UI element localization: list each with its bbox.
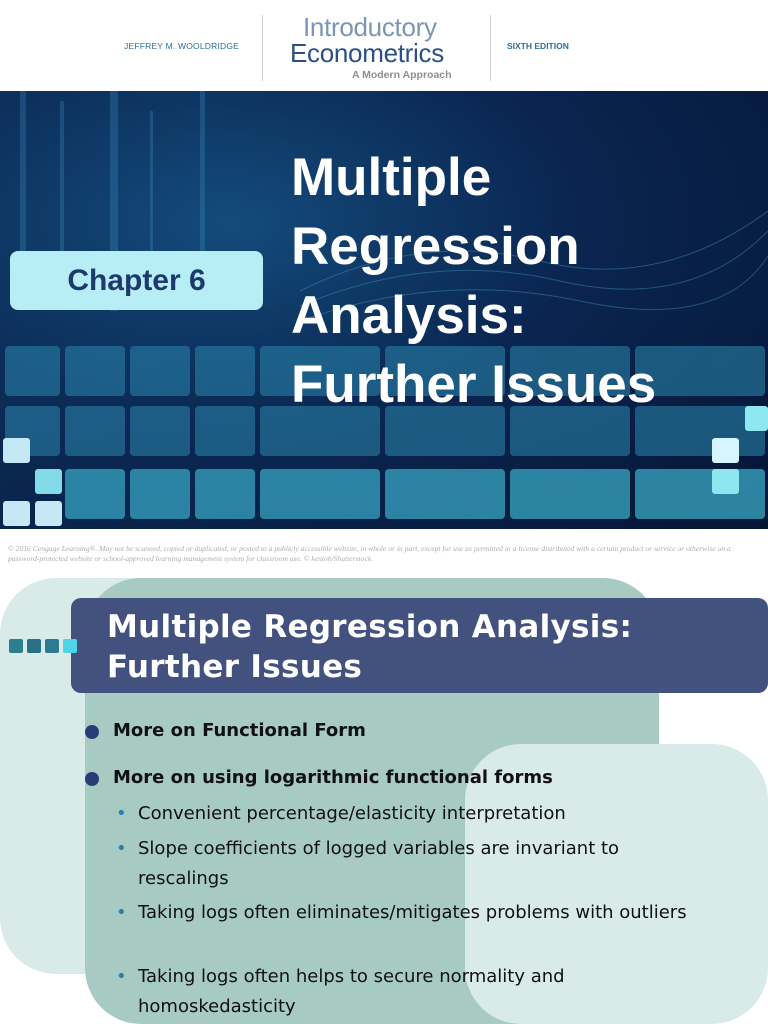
header-divider (490, 15, 491, 81)
edition-label: SIXTH EDITION (507, 41, 569, 51)
sub-bullet-dot: • (116, 803, 127, 824)
background-panel (465, 744, 768, 1024)
chapter-label: Chapter 6 (67, 263, 206, 297)
cover-image: Chapter 6 Multiple Regression Analysis: … (0, 91, 768, 529)
sub-bullet-dot: • (116, 966, 127, 987)
chapter-badge: Chapter 6 (10, 251, 263, 310)
sub-bullet-item: Slope coefficients of logged variables a… (138, 838, 620, 889)
book-title-line1: Introductory (303, 12, 437, 42)
slide-title: Multiple Regression Analysis: Further Is… (107, 609, 633, 685)
sub-bullet-item: Convenient percentage/elasticity interpr… (138, 803, 566, 824)
bullet-dot (85, 725, 99, 739)
digital-grid-background (0, 91, 768, 529)
author-name: JEFFREY M. WOOLDRIDGE (124, 41, 240, 51)
book-header: JEFFREY M. WOOLDRIDGE Introductory Econo… (0, 0, 768, 91)
sub-bullet-item: Taking logs often eliminates/mitigates p… (138, 902, 687, 923)
bullet-item: More on Functional Form (113, 720, 366, 741)
header-divider (262, 15, 263, 81)
bullet-dot (85, 772, 99, 786)
copyright-notice: © 2016 Cengage Learning®. May not be sca… (8, 544, 731, 563)
sub-bullet-dot: • (116, 838, 127, 859)
slide-title-bar (71, 598, 768, 693)
cover-title: Multiple Regression Analysis: Further Is… (291, 148, 657, 414)
book-subtitle: A Modern Approach (352, 69, 452, 81)
bullet-item: More on using logarithmic functional for… (113, 767, 553, 788)
sub-bullet-dot: • (116, 902, 127, 923)
sub-bullet-item: Taking logs often helps to secure normal… (138, 966, 565, 1017)
book-title-line2: Econometrics (290, 38, 444, 68)
